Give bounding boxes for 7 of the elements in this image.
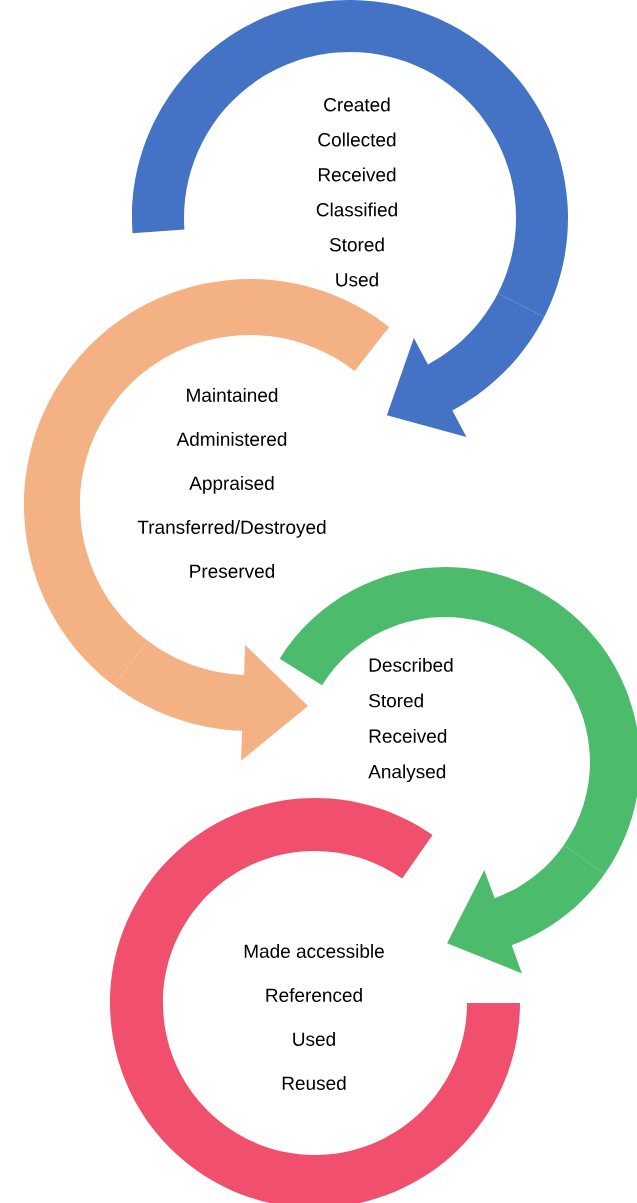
curved-arrow: [386, 293, 545, 437]
curved-arrow: [447, 845, 605, 974]
curved-arrow: [114, 640, 308, 761]
text-list: Described Stored Received Analysed: [368, 657, 453, 783]
text-list: Made accessible Referenced Used Reused: [244, 944, 384, 1090]
text-list: Maintained Administered Appraised Transferred/Destroyed Preserved: [137, 388, 326, 578]
text-list: Created Collected Received Classified Stored Used: [316, 97, 397, 287]
